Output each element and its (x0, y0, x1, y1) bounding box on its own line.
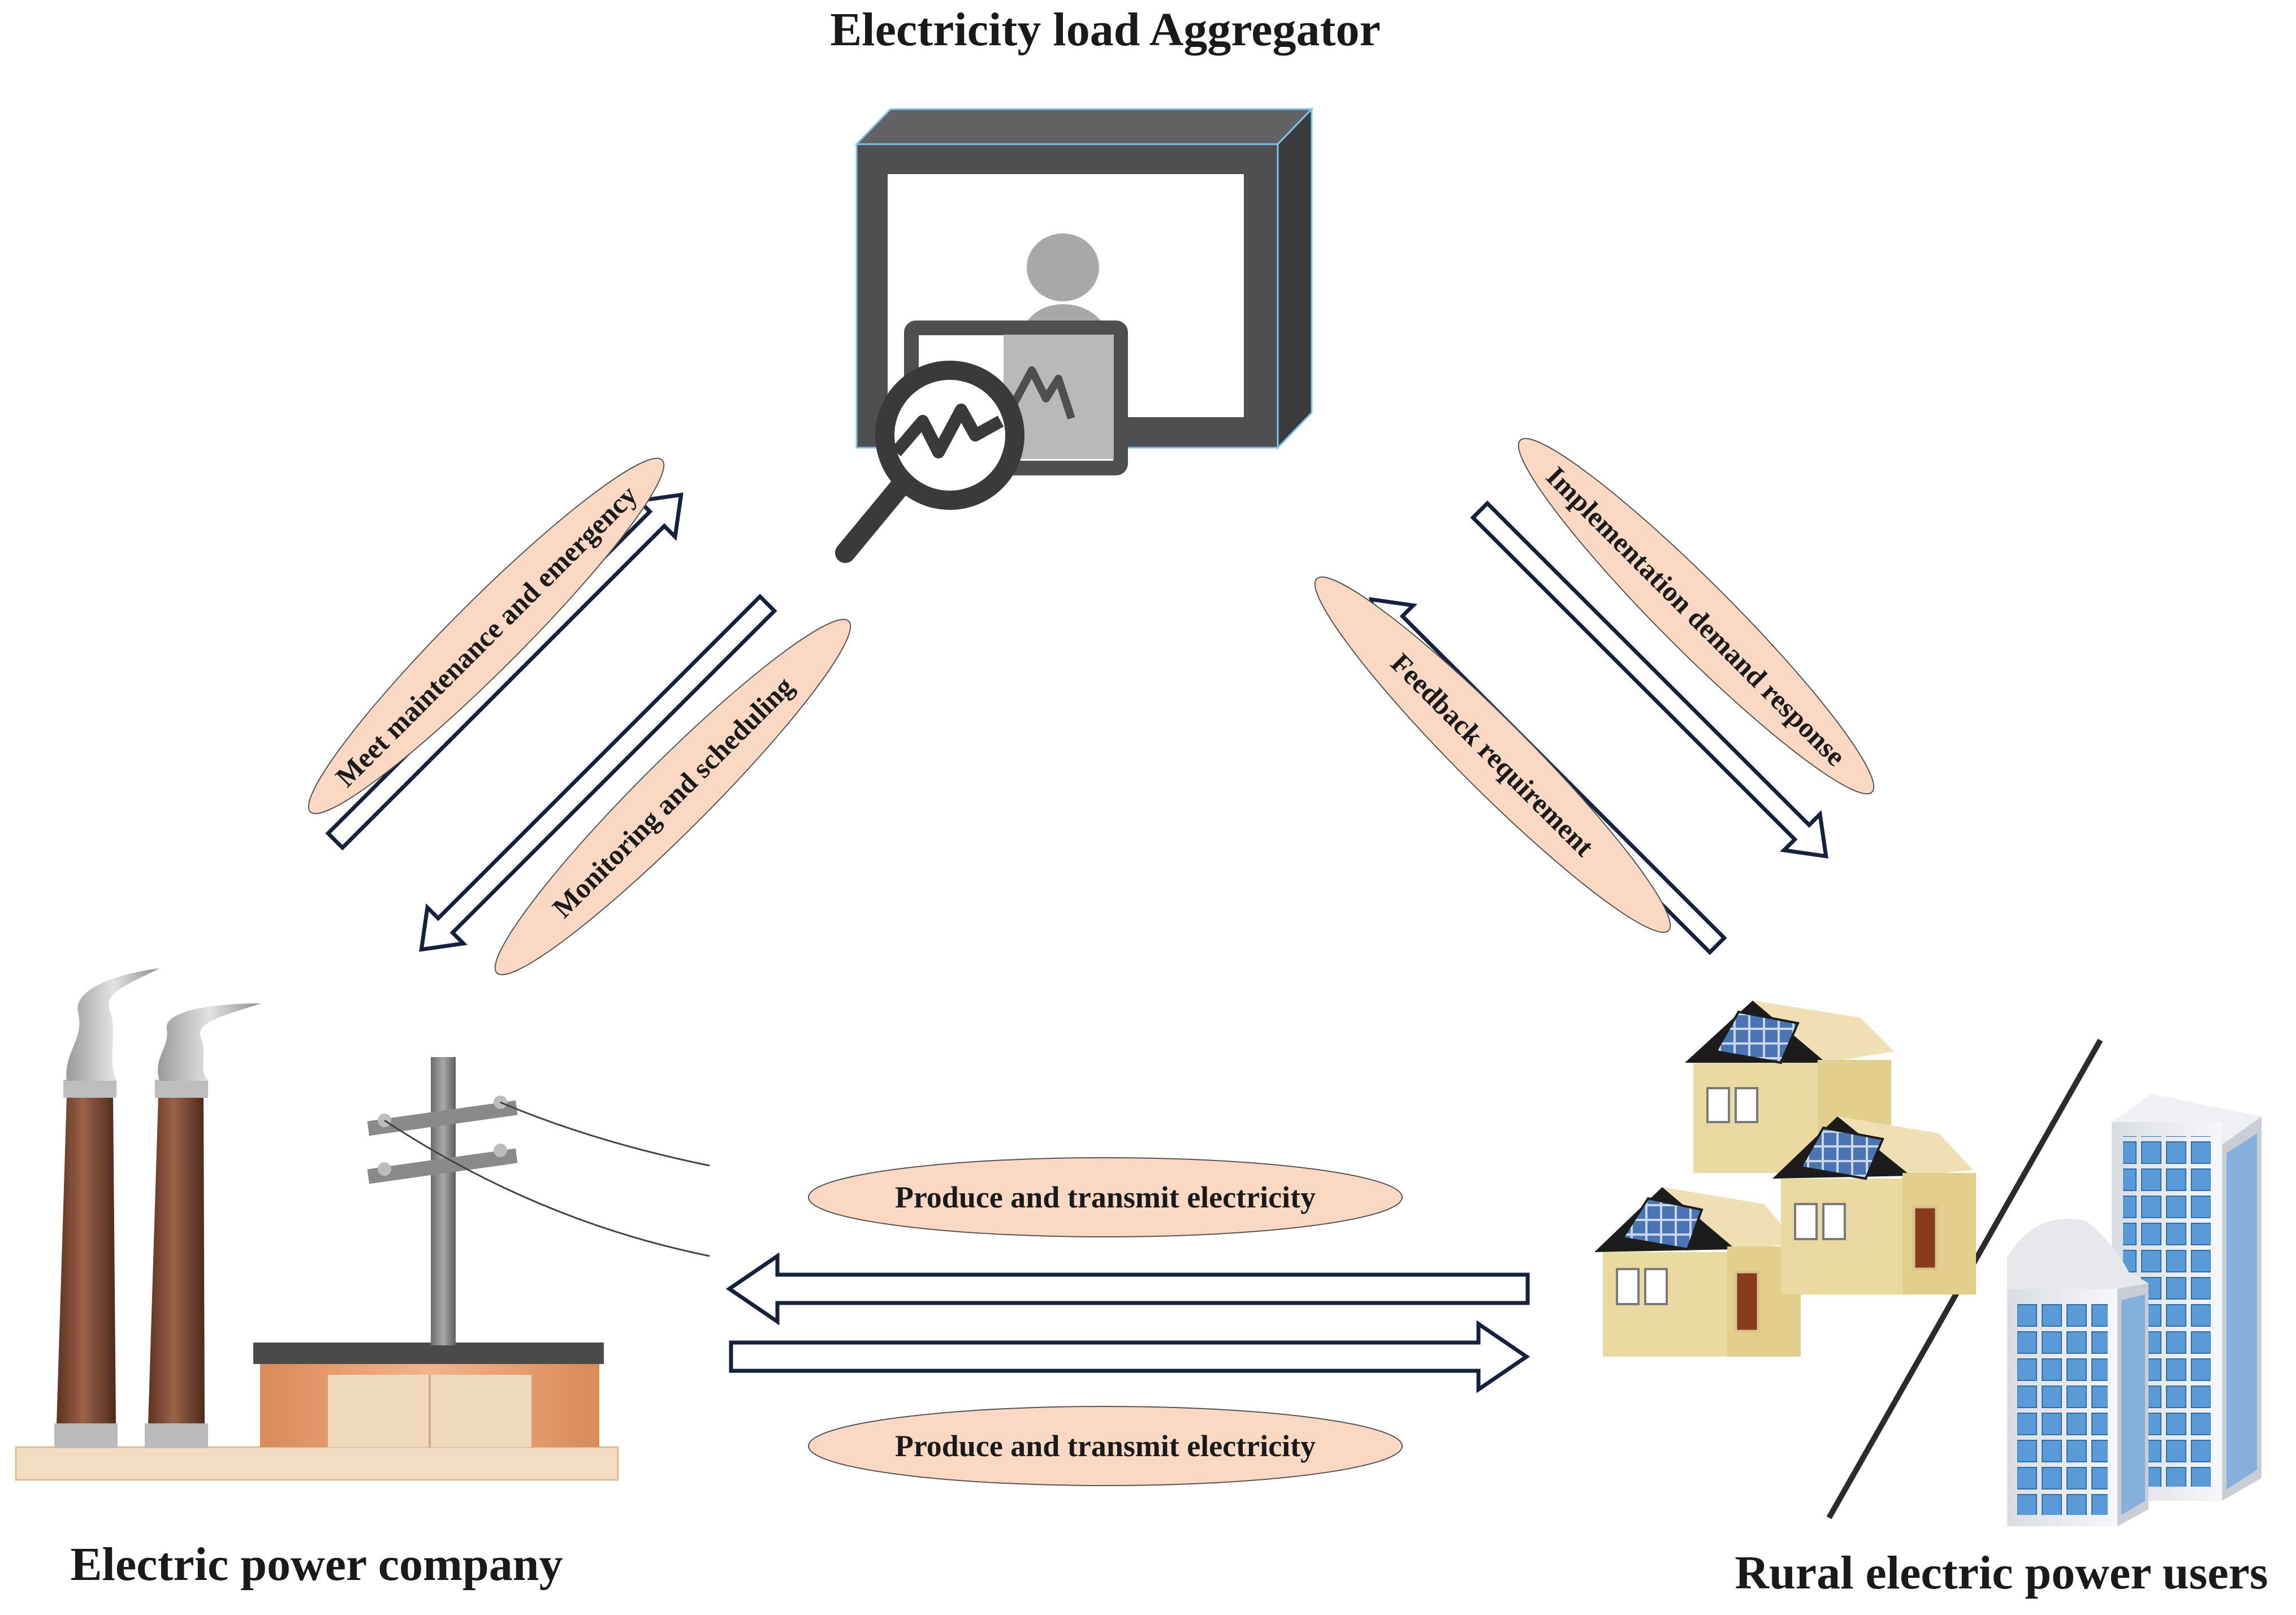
company-title: Electric power company (71, 1538, 563, 1591)
label-feedback-requirement: Feedback requirement (1314, 576, 1671, 933)
power-plant-icon (15, 968, 710, 1481)
label-meet-maintenance-text: Meet maintenance and emergency (329, 479, 643, 793)
monitor-analytics-icon (835, 107, 1314, 563)
substation-building (253, 1343, 604, 1447)
tower-front (2007, 1219, 2148, 1526)
label-produce-top: Produce and transmit electricity (808, 1157, 1403, 1237)
arrow-company-to-users (729, 1320, 1530, 1393)
label-produce-bottom-text: Produce and transmit electricity (895, 1429, 1316, 1463)
label-produce-bottom: Produce and transmit electricity (808, 1406, 1403, 1486)
arrow-aggregator-to-users (1470, 500, 1828, 859)
label-produce-top-text: Produce and transmit electricity (895, 1180, 1316, 1214)
aggregator-title: Electricity load Aggregator (830, 3, 1381, 56)
arrow-aggregator-to-company (419, 594, 777, 952)
users-title: Rural electric power users (1735, 1547, 2268, 1599)
label-implementation-demand: Implementation demand response (1517, 438, 1875, 795)
house-left (1594, 1187, 1801, 1357)
chimney-left (54, 968, 159, 1448)
chimney-right (145, 1003, 261, 1448)
house-right (1772, 1116, 1976, 1294)
utility-pole-icon (367, 1057, 710, 1345)
label-meet-maintenance: Meet maintenance and emergency (308, 457, 665, 815)
arrow-users-to-company (725, 1252, 1530, 1326)
houses-and-buildings-icon (1594, 1001, 2262, 1526)
magnifier-icon (835, 361, 1024, 563)
label-feedback-requirement-text: Feedback requirement (1385, 647, 1601, 863)
arrow-company-to-aggregator (325, 492, 684, 851)
